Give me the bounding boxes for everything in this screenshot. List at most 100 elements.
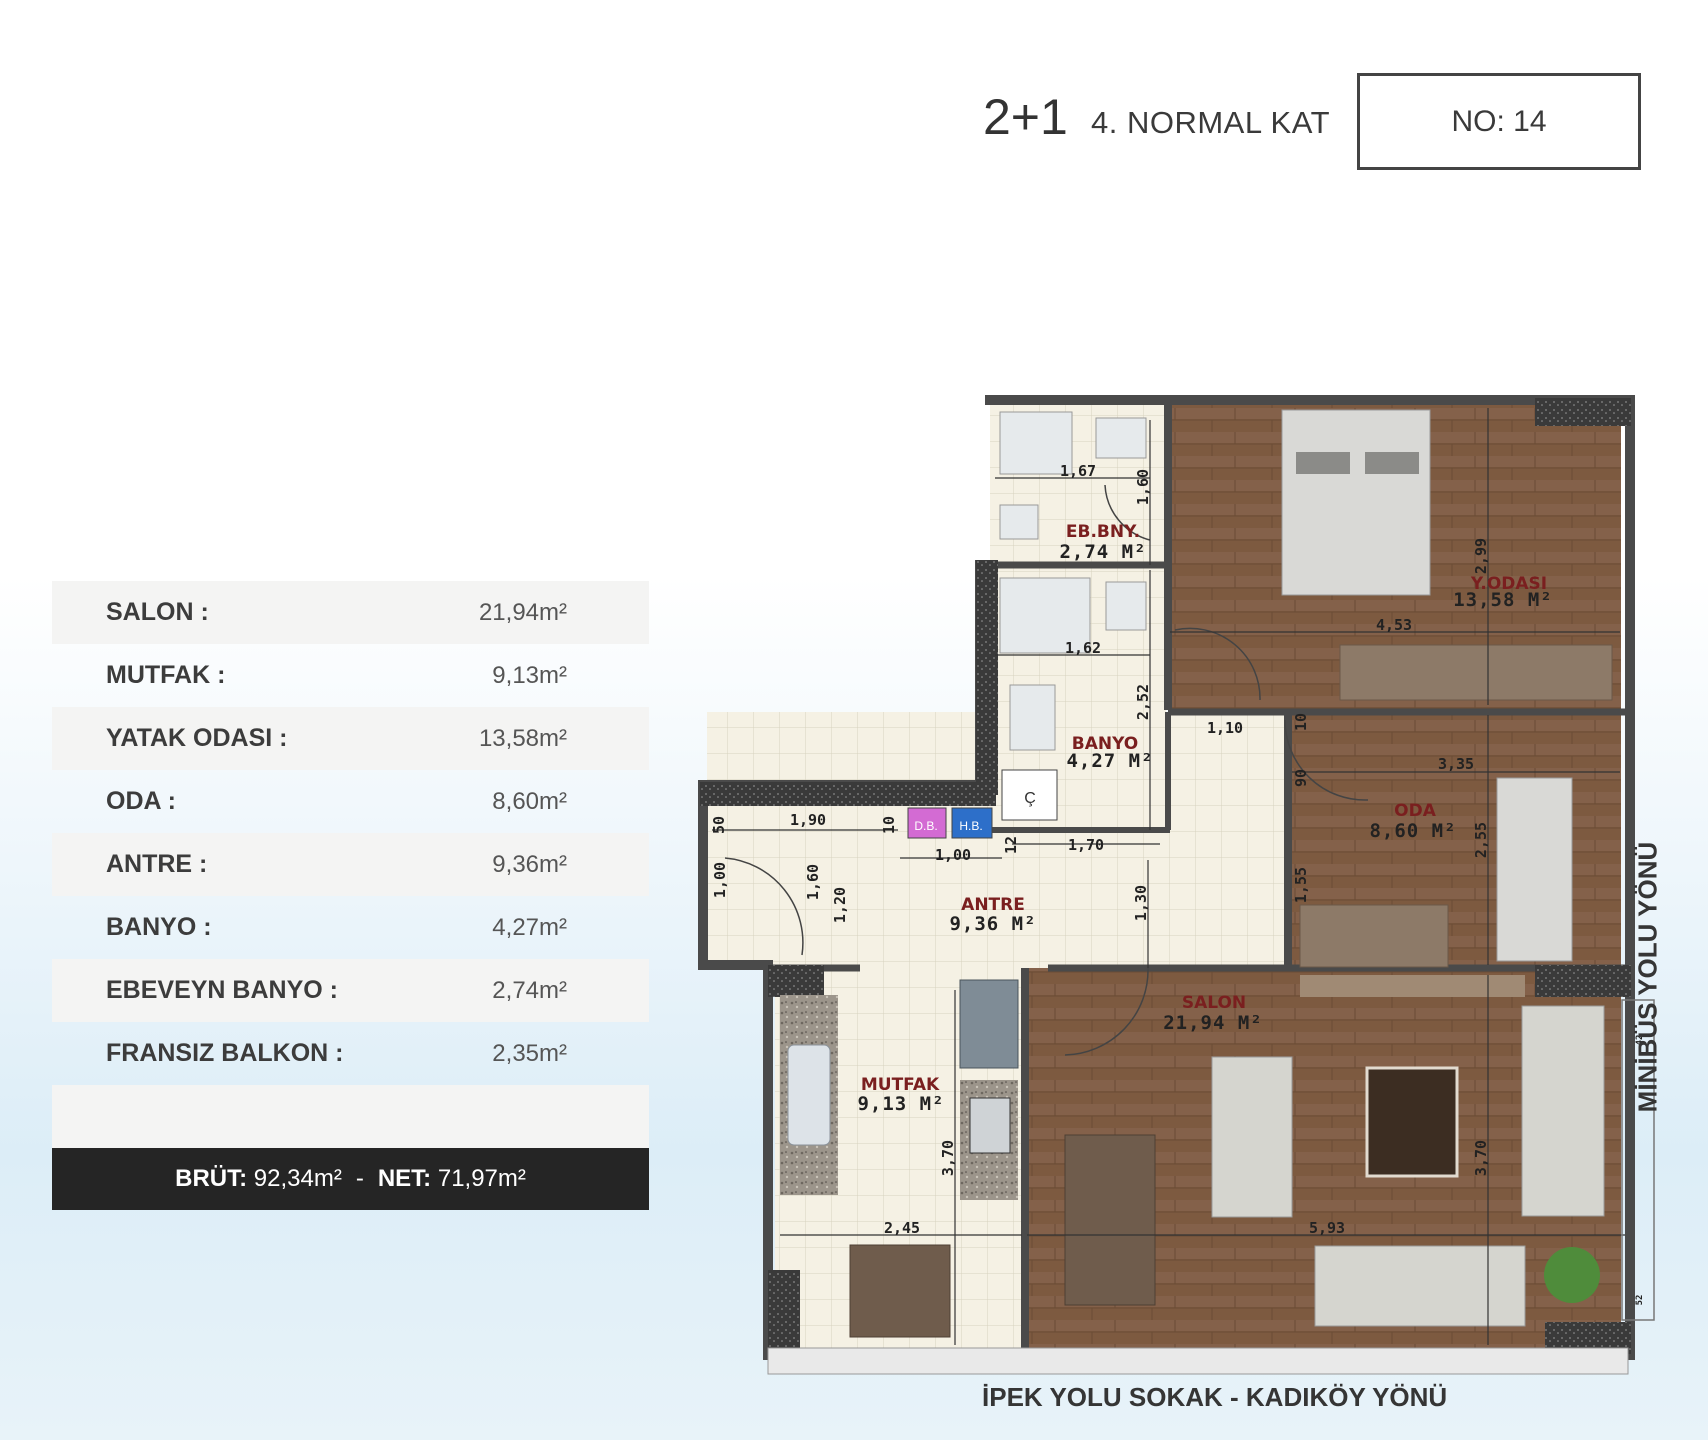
dim-label: 2,52 bbox=[1134, 684, 1152, 720]
net-label: NET: bbox=[377, 1165, 432, 1192]
room-name-antre: ANTRE bbox=[961, 895, 1025, 915]
kitchen-sink bbox=[787, 1044, 831, 1146]
area-value: 9,13m² bbox=[492, 661, 567, 689]
wall-cap bbox=[768, 1270, 800, 1352]
dim-label: 50 bbox=[710, 816, 728, 834]
sofa bbox=[1521, 1005, 1605, 1217]
dim-label: 10 bbox=[1292, 713, 1310, 731]
room-area-eb-bny: 2,74 M² bbox=[1059, 541, 1146, 563]
dim-label: 1,67 bbox=[1060, 462, 1096, 480]
area-row-yatak-odasi: YATAK ODASI : 13,58m² bbox=[52, 707, 649, 770]
room-area-salon: 21,94 M² bbox=[1163, 1012, 1263, 1034]
db-label: D.B. bbox=[914, 819, 937, 833]
area-label: YATAK ODASI : bbox=[106, 724, 288, 752]
dim-label: 3,70 bbox=[1472, 1140, 1490, 1176]
dim-label: 2,45 bbox=[884, 1219, 920, 1237]
area-value: 2,74m² bbox=[492, 976, 567, 1004]
area-value: 21,94m² bbox=[478, 598, 567, 626]
unit-number-box: NO: 14 bbox=[1357, 73, 1641, 170]
fridge bbox=[959, 979, 1019, 1069]
street-direction-label: İPEK YOLU SOKAK - KADIKÖY YÖNÜ bbox=[982, 1382, 1448, 1412]
room-area-mutfak: 9,13 M² bbox=[857, 1093, 944, 1115]
area-row-antre: ANTRE : 9,36m² bbox=[52, 833, 649, 896]
area-row-fransiz-balkon: FRANSIZ BALKON : 2,35m² bbox=[52, 1022, 649, 1085]
wall-cap bbox=[768, 965, 824, 997]
balcony-strip bbox=[1621, 999, 1655, 1321]
room-area-banyo: 4,27 M² bbox=[1066, 750, 1153, 772]
area-label: FRANSIZ BALKON : bbox=[106, 1039, 344, 1067]
area-label: MUTFAK : bbox=[106, 661, 226, 689]
dim-label: 1,10 bbox=[1207, 719, 1243, 737]
dim-label: 5,93 bbox=[1309, 1219, 1345, 1237]
area-label: EBEVEYN BANYO : bbox=[106, 976, 338, 1004]
plant-icon bbox=[1544, 1247, 1600, 1303]
dim-label: 1,70 bbox=[1068, 836, 1104, 854]
area-table: SALON : 21,94m² MUTFAK : 9,13m² YATAK OD… bbox=[52, 581, 649, 1210]
area-value: 4,27m² bbox=[492, 913, 567, 941]
dining-table bbox=[1064, 1134, 1156, 1306]
area-label: SALON : bbox=[106, 598, 209, 626]
dimension-lines bbox=[712, 408, 1625, 1345]
unit-type: 2+1 bbox=[983, 89, 1068, 145]
wall-cap bbox=[1535, 398, 1631, 426]
dim-label: 52 bbox=[1635, 1295, 1645, 1306]
kitchen-table bbox=[849, 1244, 951, 1338]
area-value: 2,35m² bbox=[492, 1039, 567, 1067]
dim-label: 10 bbox=[880, 816, 898, 834]
dim-label: 4,53 bbox=[1376, 616, 1412, 634]
window-strip bbox=[767, 1347, 1629, 1375]
room-name-oda: ODA bbox=[1394, 801, 1437, 821]
hb-box bbox=[951, 807, 993, 839]
area-row-banyo: BANYO : 4,27m² bbox=[52, 896, 649, 959]
room-area-y-odasi: 13,58 M² bbox=[1453, 589, 1553, 611]
tv-unit bbox=[1300, 975, 1525, 997]
unit-number: NO: 14 bbox=[1451, 104, 1547, 138]
side-street-label: MİNİBÜS YOLU YÖNÜ bbox=[1632, 841, 1663, 1113]
hb-label: H.B. bbox=[959, 819, 982, 833]
pillow bbox=[1365, 452, 1419, 474]
room-name-y-odasi: Y.ODASI bbox=[1470, 574, 1547, 594]
dim-label: 1,30 bbox=[1132, 885, 1150, 921]
net-value: 71,97m² bbox=[437, 1165, 526, 1192]
area-spacer bbox=[52, 1085, 649, 1148]
room-name-mutfak: MUTFAK bbox=[861, 1075, 940, 1095]
area-label: BANYO : bbox=[106, 913, 212, 941]
toilet-banyo bbox=[1105, 581, 1147, 631]
room-name-salon: SALON bbox=[1182, 993, 1246, 1013]
area-row-ebeveyn-banyo: EBEVEYN BANYO : 2,74m² bbox=[52, 959, 649, 1022]
total-separator: - bbox=[355, 1165, 364, 1192]
dim-label: 1,60 bbox=[804, 864, 822, 900]
sink-eb bbox=[1095, 417, 1147, 459]
dim-label: 3,70 bbox=[939, 1140, 957, 1176]
pillow bbox=[1296, 452, 1350, 474]
bed-single bbox=[1496, 777, 1573, 962]
area-value: 13,58m² bbox=[478, 724, 567, 752]
dim-label: 1,00 bbox=[711, 862, 729, 898]
db-box bbox=[907, 807, 947, 839]
c-label: Ç bbox=[1024, 790, 1036, 807]
c-box bbox=[1001, 769, 1058, 821]
bed-double bbox=[1281, 409, 1431, 596]
door-swings bbox=[724, 484, 1369, 1056]
sofa bbox=[1314, 1245, 1526, 1327]
rug bbox=[1365, 1066, 1459, 1178]
bathtub-eb bbox=[999, 411, 1073, 475]
wall-cap bbox=[1535, 965, 1631, 997]
shower-banyo bbox=[999, 577, 1091, 654]
area-row-mutfak: MUTFAK : 9,13m² bbox=[52, 644, 649, 707]
area-row-oda: ODA : 8,60m² bbox=[52, 770, 649, 833]
desk bbox=[1299, 904, 1449, 968]
gross-value: 92,34m² bbox=[253, 1165, 342, 1192]
area-value: 8,60m² bbox=[492, 787, 567, 815]
dim-label: 1,60 bbox=[1134, 469, 1152, 505]
dim-label: 1,20 bbox=[831, 887, 849, 923]
room-area-oda: 8,60 M² bbox=[1369, 820, 1456, 842]
dim-label: 1,55 bbox=[1292, 867, 1310, 903]
dim-label: 1,00 bbox=[935, 846, 971, 864]
wardrobe bbox=[1339, 644, 1613, 701]
dim-label: 90 bbox=[1292, 769, 1310, 787]
room-name-banyo: BANYO bbox=[1072, 734, 1139, 754]
dim-label: 12 bbox=[1002, 836, 1020, 854]
toilet-eb bbox=[999, 504, 1039, 540]
